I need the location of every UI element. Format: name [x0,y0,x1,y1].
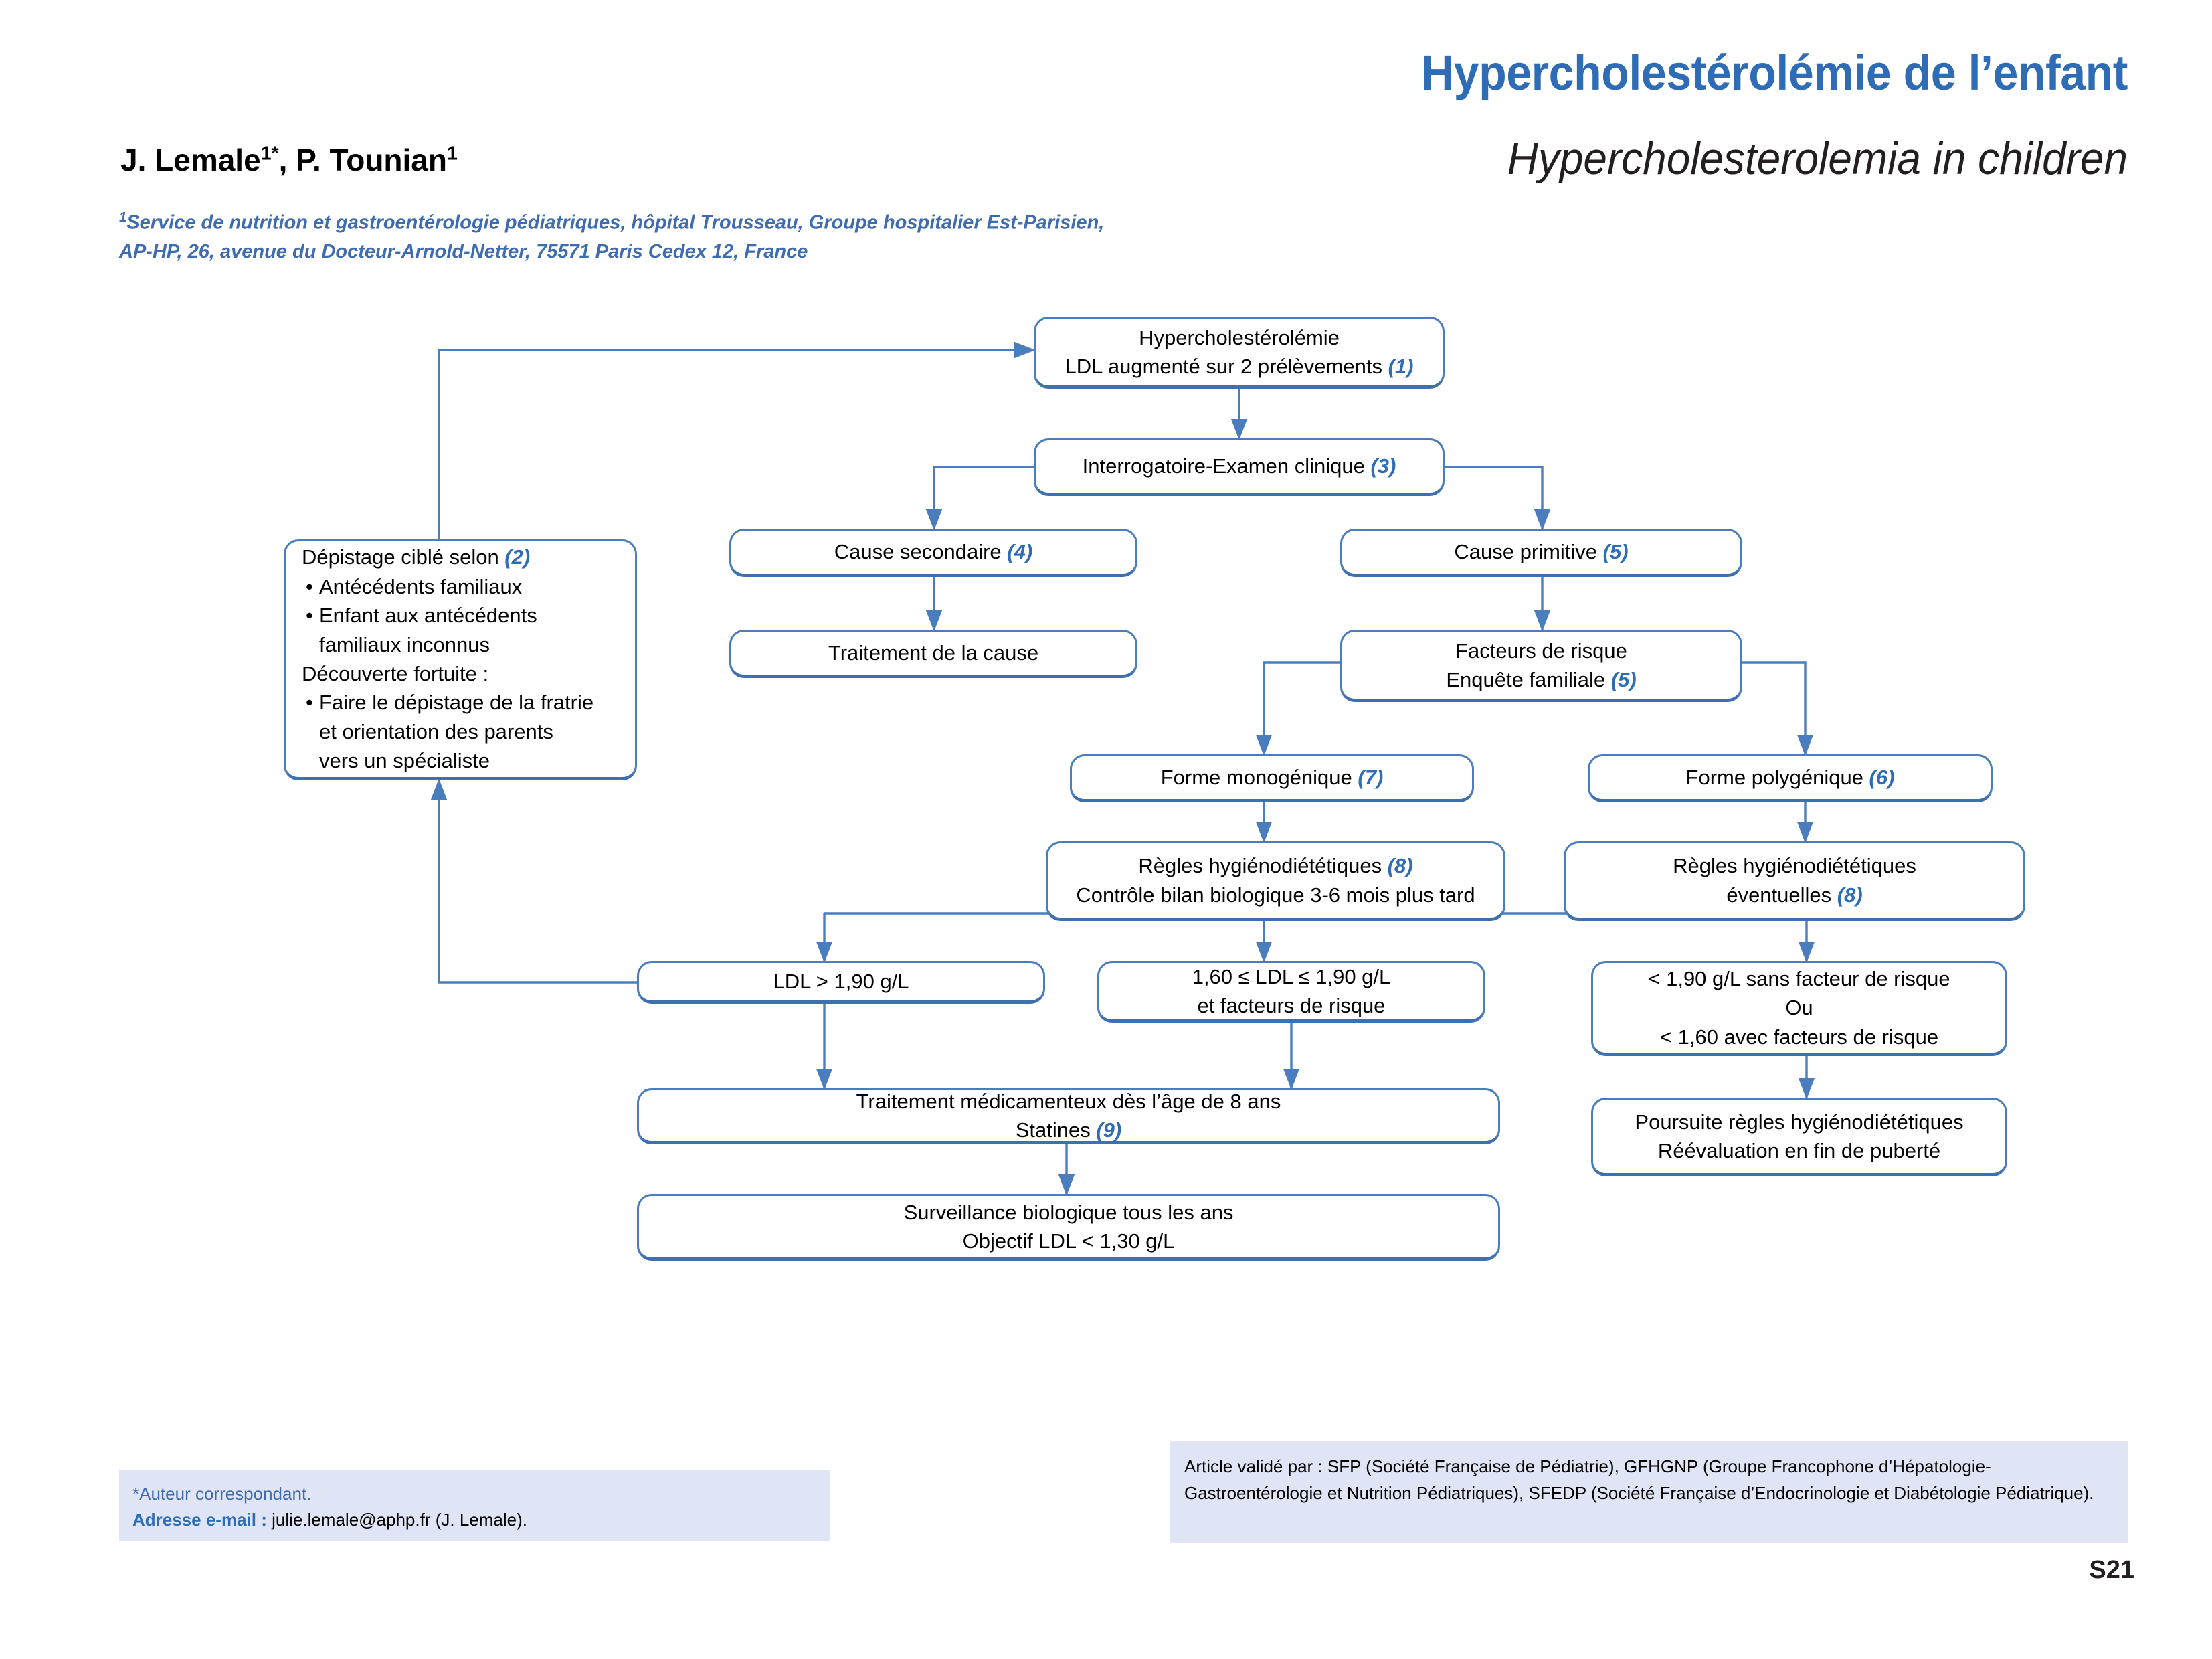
node-hypercholesterolemie[interactable]: Hypercholestérolémie LDL augmenté sur 2 … [1034,317,1445,389]
node-ref: (1) [1388,355,1414,378]
node-line: Contrôle bilan biologique 3-6 mois plus … [1076,883,1475,907]
node-ref: (5) [1610,668,1637,691]
affiliation: 1Service de nutrition et gastroentérolog… [119,207,1257,266]
node-ref: (9) [1096,1118,1122,1142]
node-forme-monogenique[interactable]: Forme monogénique (7) [1070,754,1474,802]
node-line-text: Cause secondaire [834,540,1008,564]
node-line: Facteurs de risque [1455,638,1627,663]
node-ref: (5) [1602,540,1629,564]
node-ldl-below-threshold[interactable]: < 1,90 g/L sans facteur de risque Ou < 1… [1591,961,2007,1056]
node-line-text: Forme monogénique [1160,766,1358,790]
node-ref: (4) [1007,540,1033,564]
node-line: Surveillance biologique tous les ans [903,1200,1234,1224]
bullet-item-continued: et orientation des parents [319,719,553,744]
node-cause-primitive[interactable]: Cause primitive (5) [1340,529,1742,577]
email-line: Adresse e-mail : julie.lemale@aphp.fr (J… [132,1507,816,1533]
author-one: J. Lemale [120,143,261,177]
node-subheading: Découverte fortuite : [302,662,489,685]
node-line-text: Statines [1015,1118,1097,1142]
affiliation-line-1: Service de nutrition et gastroentérologi… [126,211,1105,234]
node-line: Forme monogénique (7) [1161,763,1384,792]
bullet-item: Faire le dépistage de la fratrie [302,688,593,717]
node-line: Poursuite règles hygiénodiététiques [1635,1110,1964,1134]
node-line-text: Interrogatoire-Examen clinique [1082,454,1371,478]
node-line-text: Cause primitive [1454,540,1603,564]
node-line-text: éventuelles [1726,883,1837,907]
node-line: et facteurs de risque [1197,994,1386,1017]
corresponding-author-box: *Auteur correspondant. Adresse e-mail : … [119,1470,830,1541]
node-line: Forme polygénique (6) [1686,763,1895,792]
affiliation-line-2: AP-HP, 26, avenue du Docteur-Arnold-Nett… [119,240,808,262]
node-ref: (7) [1358,766,1384,790]
node-line: Enquête familiale (5) [1446,665,1636,694]
node-line: Règles hygiénodiététiques [1673,854,1916,878]
page-title-french: Hypercholestérolémie de l’enfant [1421,45,2128,100]
authors-separator: , P. Tounian [278,143,447,177]
node-line: Objectif LDL < 1,30 g/L [962,1229,1175,1253]
node-line: 1,60 ≤ LDL ≤ 1,90 g/L [1192,964,1391,988]
bullet-item: Enfant aux antécédents [302,601,537,630]
bullet-item-continued: familiaux inconnus [319,632,490,657]
author-one-sup: 1* [260,143,279,165]
email-value[interactable]: julie.lemale@aphp.fr (J. Lemale). [272,1510,527,1530]
node-line: Interrogatoire-Examen clinique (3) [1083,452,1396,481]
node-line: < 1,90 g/L sans facteur de risque [1648,966,1950,990]
node-heading: Dépistage ciblé selon (2) [302,543,530,572]
node-cause-secondaire[interactable]: Cause secondaire (4) [729,529,1137,577]
node-line: Réévaluation en fin de puberté [1657,1139,1941,1162]
validation-box: Article validé par : SFP (Société França… [1170,1441,2128,1543]
node-line: < 1,60 avec facteurs de risque [1659,1025,1939,1049]
email-label: Adresse e-mail : [132,1510,272,1530]
node-line: Statines (9) [1016,1116,1122,1144]
node-line: Cause secondaire (4) [834,537,1032,566]
node-depistage-cible[interactable]: Dépistage ciblé selon (2) Antécédents fa… [284,539,637,780]
node-line: Règles hygiénodiététiques (8) [1138,851,1412,880]
bullet-item-continued: vers un spécialiste [319,749,490,773]
page-number: S21 [2089,1556,2134,1584]
node-traitement-de-la-cause[interactable]: Traitement de la cause [729,630,1137,678]
node-line: LDL > 1,90 g/L [773,970,909,994]
node-line: Ou [1785,996,1813,1020]
node-line: éventuelles (8) [1726,881,1862,909]
node-regles-hygienodietetiques-monogenique[interactable]: Règles hygiénodiététiques (8) Contrôle b… [1046,841,1505,921]
node-ref: (8) [1837,883,1863,907]
node-ldl-greater-190[interactable]: LDL > 1,90 g/L [637,961,1045,1004]
node-line-text: LDL augmenté sur 2 prélèvements [1065,355,1388,378]
node-line-text: Règles hygiénodiététiques [1138,854,1388,878]
authors-line: J. Lemale1*, P. Tounian1 [120,142,458,178]
page-title-english: Hypercholesterolemia in children [1507,133,2128,184]
author-two-sup: 1 [446,143,458,165]
node-line: Traitement médicamenteux dès l’âge de 8 … [856,1089,1281,1113]
node-traitement-medicamenteux[interactable]: Traitement médicamenteux dès l’âge de 8 … [637,1088,1500,1144]
node-ref: (3) [1370,454,1396,478]
node-line: Hypercholestérolémie [1139,325,1340,349]
node-interrogatoire[interactable]: Interrogatoire-Examen clinique (3) [1034,438,1445,496]
node-ref: (8) [1387,854,1413,878]
node-heading-text: Dépistage ciblé selon [302,545,505,570]
node-line: Traitement de la cause [828,641,1039,665]
bullet-item: Antécédents familiaux [302,572,522,602]
validation-text: Article validé par : SFP (Société França… [1184,1456,2094,1504]
node-poursuite-regles[interactable]: Poursuite règles hygiénodiététiques Réév… [1591,1098,2007,1176]
node-line: Cause primitive (5) [1454,537,1628,566]
affiliation-sup: 1 [119,210,127,225]
node-ldl-160-to-190[interactable]: 1,60 ≤ LDL ≤ 1,90 g/L et facteurs de ris… [1097,961,1485,1023]
node-forme-polygenique[interactable]: Forme polygénique (6) [1588,754,1993,802]
node-ref: (2) [504,545,531,570]
node-line: LDL augmenté sur 2 prélèvements (1) [1065,352,1414,381]
node-facteurs-de-risque[interactable]: Facteurs de risque Enquête familiale (5) [1340,630,1742,702]
node-regles-hygienodietetiques-eventuelles[interactable]: Règles hygiénodiététiques éventuelles (8… [1564,841,2025,921]
corresponding-author-note: *Auteur correspondant. [132,1484,312,1504]
node-line-text: Enquête familiale [1446,668,1611,691]
node-ref: (6) [1869,766,1895,790]
node-line-text: Forme polygénique [1685,766,1869,790]
node-surveillance-biologique[interactable]: Surveillance biologique tous les ans Obj… [637,1194,1500,1261]
